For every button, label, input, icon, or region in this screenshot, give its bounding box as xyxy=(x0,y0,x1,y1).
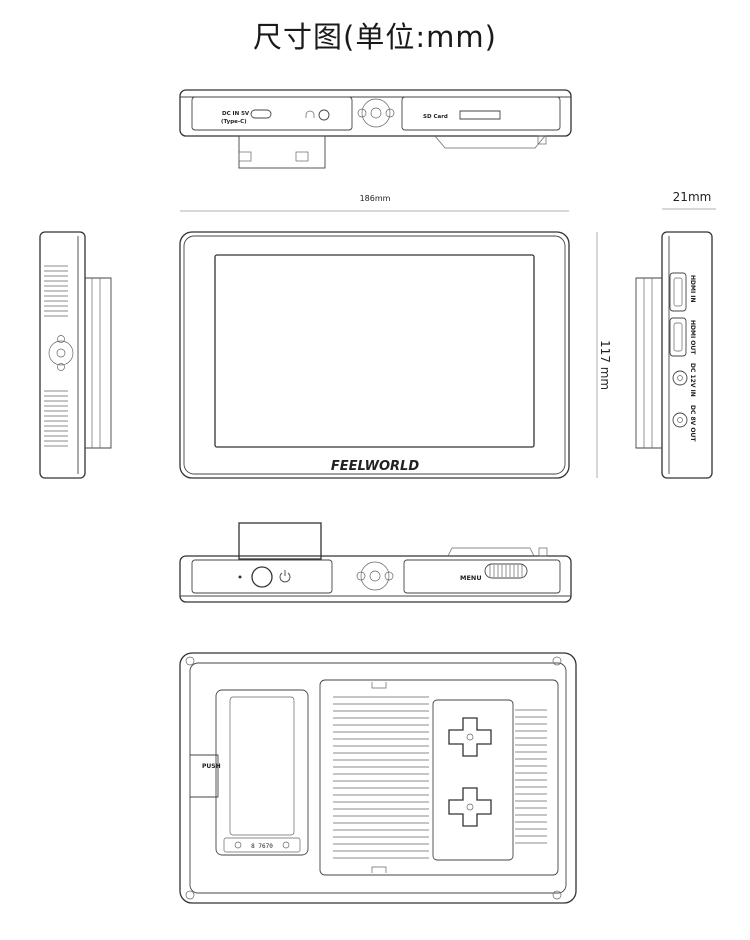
menu-wheel xyxy=(484,563,528,579)
width-dimension: 186mm xyxy=(180,194,569,212)
screen xyxy=(214,254,535,448)
bottom-view: MENU xyxy=(179,522,572,603)
headphone-icon xyxy=(305,110,315,118)
battery-plate: 8 7670 xyxy=(215,689,309,856)
dc-12v-in-label: DC 12V IN xyxy=(689,363,696,397)
hdmi-in-label: HDMI IN xyxy=(689,275,696,303)
hdmi-out-port-icon xyxy=(669,317,687,357)
heat-sink xyxy=(319,679,559,876)
height-dimension: 117 mm xyxy=(596,232,612,478)
sd-card-slot-icon xyxy=(459,110,501,120)
left-side-view xyxy=(39,231,112,479)
dc-12v-in-port-icon xyxy=(672,370,688,386)
power-icon xyxy=(279,570,291,583)
dc-in-label: DC IN 5V xyxy=(222,111,250,117)
headphone-jack-icon xyxy=(318,109,330,121)
right-side-view: HDMI IN HDMI OUT DC 12V IN DC 8V OUT xyxy=(635,231,713,479)
page-title: 尺寸图(单位:mm) xyxy=(253,20,497,54)
battery-label: 8 7670 xyxy=(251,843,273,850)
dc-8v-out-label: DC 8V OUT xyxy=(689,405,696,442)
front-view: FEELWORLD xyxy=(179,231,570,479)
power-button xyxy=(251,566,273,588)
menu-label: MENU xyxy=(460,574,482,582)
height-label: 117 mm xyxy=(598,340,612,390)
depth-dimension: 21mm xyxy=(662,190,716,210)
dc-8v-out-port-icon xyxy=(672,412,688,428)
hdmi-in-port-icon xyxy=(669,272,687,312)
usb-c-port-icon xyxy=(250,109,272,119)
depth-label: 21mm xyxy=(673,190,712,204)
top-view: DC IN 5V (Type-C) SD Card xyxy=(179,89,572,169)
sd-card-label: SD Card xyxy=(423,114,448,120)
width-label: 186mm xyxy=(360,194,391,203)
hdmi-out-label: HDMI OUT xyxy=(689,320,696,355)
push-label: PUSH xyxy=(202,763,221,770)
dc-in-type-label: (Type-C) xyxy=(221,119,247,125)
back-view: PUSH 8 7670 xyxy=(179,652,577,904)
brand-logo: FEELWORLD xyxy=(331,459,419,474)
